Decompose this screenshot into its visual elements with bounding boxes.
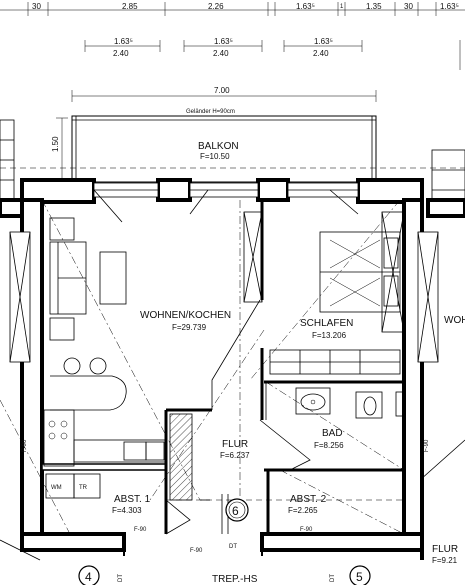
storage-1: WM TR: [45, 473, 191, 535]
dim-window-1: 1.63⁵: [114, 37, 133, 46]
room-name-neighbor: WOH: [444, 315, 465, 326]
room-area-wohnen: F=29.739: [172, 323, 207, 332]
dim-top-5: 1: [340, 4, 344, 10]
fire-door-label-right: F-90: [424, 439, 430, 452]
fire-door-label-abst2: F-90: [300, 527, 313, 533]
dimension-chain-windows: 1.63⁵ 2.40 1.63⁵ 2.40 1.63⁵ 2.40: [84, 37, 461, 70]
dim-window-3-height: 2.40: [313, 49, 329, 58]
room-diagonals: [0, 199, 405, 535]
dimension-chain-top: 30 2.85 2.26 1.63⁵ 1 1.35 30 1.63⁵: [0, 2, 465, 16]
dryer-label: TR: [79, 485, 88, 491]
dim-top-4: 1.63⁵: [296, 2, 315, 11]
room-name-treppenhaus: TREP.-HS: [212, 574, 258, 585]
unit-marker-4: 4: [85, 570, 92, 584]
dim-window-2: 1.63⁵: [214, 37, 233, 46]
railing-note: Geländer H=90cm: [186, 109, 235, 115]
room-name-flur: FLUR: [222, 439, 248, 450]
room-name-abst2: ABST. 2: [290, 494, 327, 505]
dim-top-7: 30: [404, 2, 413, 11]
dim-top-3: 2.26: [208, 2, 224, 11]
balcony: [0, 115, 465, 183]
room-name-bad: BAD: [322, 428, 343, 439]
room-area-bad: F=8.256: [314, 441, 344, 450]
fire-door-label-entry: F-90: [190, 548, 203, 554]
room-area-balkon: F=10.50: [200, 152, 230, 161]
door-annotations: F-90 F-90 F-90 DT F-90 F-90 DT DT: [22, 439, 430, 582]
dim-top-2: 2.85: [122, 2, 138, 11]
room-area-schlafen: F=13.206: [312, 331, 347, 340]
door-dt-right: DT: [330, 574, 336, 582]
dim-balcony-depth: 1.50: [51, 136, 60, 152]
room-area-abst1: F=4.303: [112, 506, 142, 515]
interior-walls: [41, 200, 404, 534]
room-name-abst1: ABST. 1: [114, 494, 151, 505]
living-furniture: [43, 217, 167, 467]
room-name-balkon: BALKON: [198, 141, 239, 152]
door-dt-left: DT: [118, 574, 124, 582]
bedroom-furniture: [243, 211, 405, 375]
room-area-abst2: F=2.265: [288, 506, 318, 515]
washing-machine-label: WM: [51, 485, 62, 491]
entry-door-dt: DT: [229, 544, 237, 550]
dimension-overall: 7.00 Geländer H=90cm: [71, 86, 377, 115]
dim-top-6: 1.35: [366, 2, 382, 11]
side-windows: [9, 231, 439, 363]
fire-door-label-abst1: F-90: [134, 527, 147, 533]
room-name-schlafen: SCHLAFEN: [300, 318, 353, 329]
balcony-doors: [93, 182, 359, 223]
dim-window-3: 1.63⁵: [314, 37, 333, 46]
dim-window-2-height: 2.40: [213, 49, 229, 58]
room-area-flur: F=6.237: [220, 451, 250, 460]
room-name-wohnen: WOHNEN/KOCHEN: [140, 310, 231, 321]
room-area-neighbor-flur: F=9.21: [432, 556, 458, 565]
unit-marker-5: 5: [356, 570, 363, 584]
dim-overall-width: 7.00: [214, 86, 230, 95]
dim-top-8: 1.63⁵: [440, 2, 459, 11]
room-labels: BALKON F=10.50 WOHNEN/KOCHEN F=29.739 SC…: [112, 141, 465, 585]
unit-markers: 6 4 5: [78, 498, 371, 585]
dim-window-1-height: 2.40: [113, 49, 129, 58]
dimension-balcony-depth: 1.50: [51, 117, 68, 183]
fire-door-label-left: F-90: [22, 439, 28, 452]
unit-marker-6: 6: [232, 504, 239, 518]
dim-top-1: 30: [32, 2, 41, 11]
bathroom-fixtures: [265, 382, 405, 420]
room-name-neighbor-flur: FLUR: [432, 544, 458, 555]
